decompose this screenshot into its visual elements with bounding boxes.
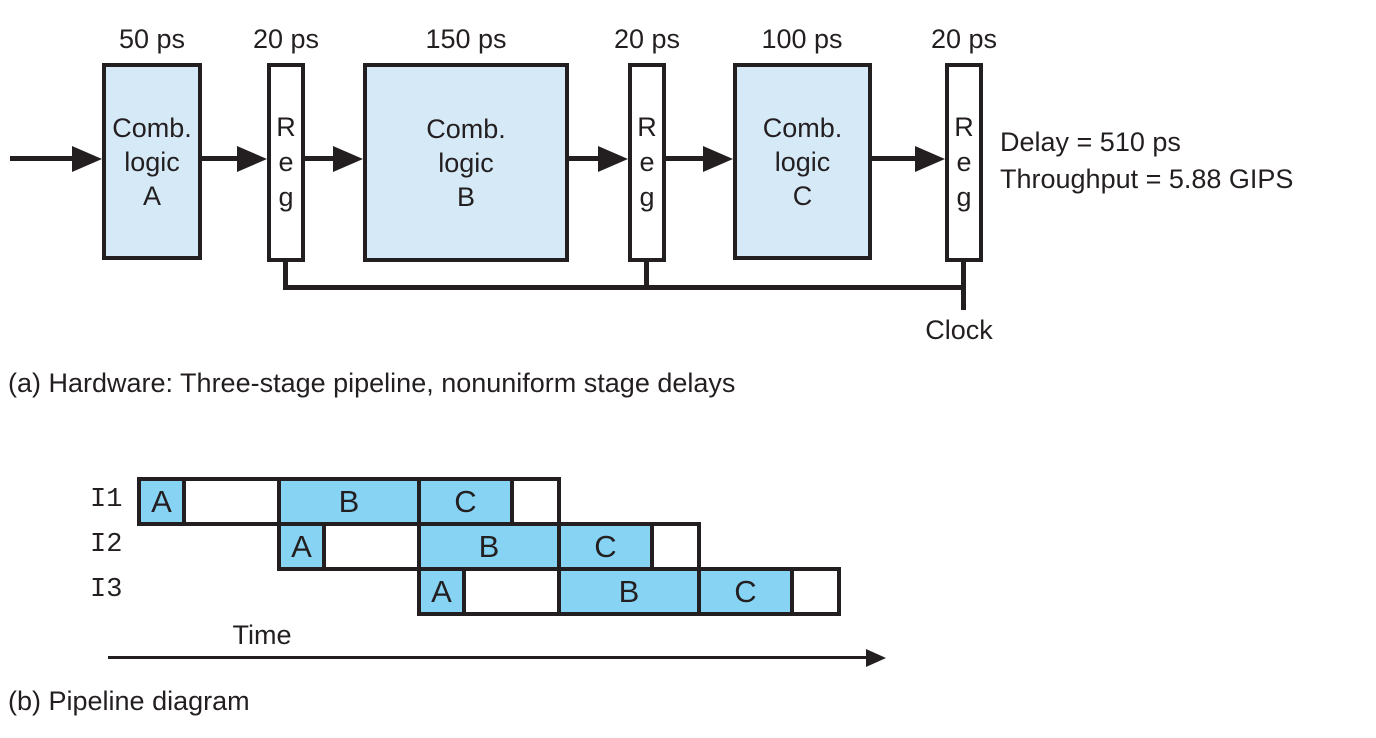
pipeline-row-i2: A B C: [277, 522, 701, 571]
caption-hardware: (a) Hardware: Three-stage pipeline, nonu…: [8, 368, 736, 398]
time-axis-arrow: [108, 648, 886, 667]
stage-cell-c: C: [557, 522, 654, 571]
stage-cell-c: C: [697, 567, 794, 616]
idle-cell: [790, 567, 841, 616]
comb-logic-a-box: Comb. logic A: [102, 63, 202, 260]
register-2-box: R e g: [628, 63, 666, 262]
input-arrow: [10, 145, 102, 172]
arrow-c-to-reg3: [872, 145, 945, 172]
performance-stats: Delay = 510 ps Throughput = 5.88 GIPS: [1000, 124, 1293, 198]
arrow-a-to-reg1: [200, 145, 267, 172]
stage-cell-a: A: [417, 567, 466, 616]
clock-bus-wire: [283, 285, 966, 290]
delay-stat: Delay = 510 ps: [1000, 127, 1181, 157]
stage-cell-a: A: [277, 522, 326, 571]
idle-cell: [510, 477, 561, 526]
caption-pipeline: (b) Pipeline diagram: [8, 686, 250, 716]
clock-label: Clock: [925, 315, 993, 345]
clock-stub-reg2: [644, 261, 649, 290]
comb-logic-b-box: Comb. logic B: [363, 63, 569, 262]
delay-label-reg-1: 20 ps: [252, 24, 320, 54]
delay-label-logic-b: 150 ps: [425, 24, 507, 54]
stage-cell-b: B: [557, 567, 701, 616]
comb-logic-c-box: Comb. logic C: [733, 63, 872, 260]
idle-cell: [650, 522, 701, 571]
row-label-i3: I3: [90, 575, 123, 605]
throughput-stat: Throughput = 5.88 GIPS: [1000, 164, 1294, 194]
pipeline-row-i3: A B C: [417, 567, 841, 616]
register-1-box: R e g: [267, 63, 305, 262]
delay-label-logic-a: 50 ps: [118, 24, 186, 54]
arrow-reg2-to-c: [666, 145, 733, 172]
stage-cell-b: B: [417, 522, 561, 571]
stage-cell-c: C: [417, 477, 514, 526]
delay-label-logic-c: 100 ps: [761, 24, 843, 54]
arrow-reg1-to-b: [303, 145, 363, 172]
row-label-i2: I2: [90, 530, 123, 560]
time-axis-label: Time: [232, 620, 292, 650]
stage-cell-b: B: [277, 477, 421, 526]
clock-stub-reg1: [283, 261, 288, 290]
arrow-b-to-reg2: [567, 145, 628, 172]
idle-cell: [182, 477, 281, 526]
register-3-box: R e g: [945, 63, 983, 262]
idle-cell: [462, 567, 561, 616]
idle-cell: [322, 522, 421, 571]
pipeline-row-i1: A B C: [137, 477, 561, 526]
delay-label-reg-2: 20 ps: [613, 24, 681, 54]
row-label-i1: I1: [90, 485, 123, 515]
stage-cell-a: A: [137, 477, 186, 526]
delay-label-reg-3: 20 ps: [930, 24, 998, 54]
